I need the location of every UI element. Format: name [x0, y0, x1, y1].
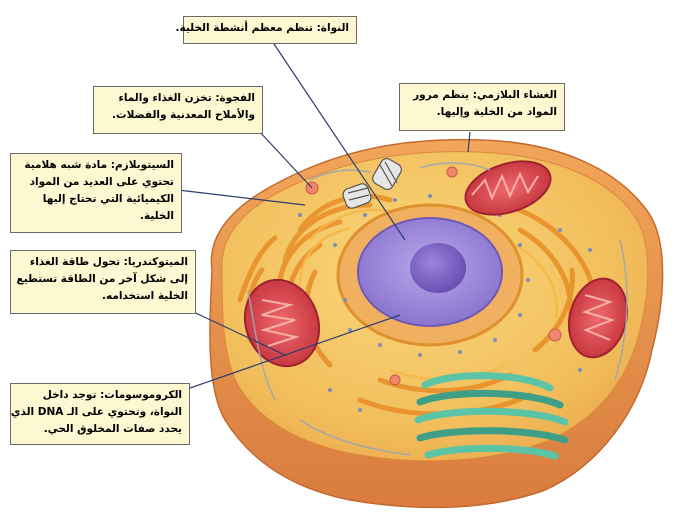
mitochondrion-top-right [464, 160, 552, 216]
vesicle [389, 374, 401, 386]
leader-line-chromosomes [169, 314, 401, 396]
vesicle [446, 166, 458, 178]
label-nucleus-line-1: النواة: تنظم معظم أنشطة الخلية. [175, 22, 349, 34]
label-membrane-line-1: الغشاء البلازمي: ينظم مرور [413, 89, 557, 101]
label-vacuole-line-1: الفجوة: تخزن الغذاء والماء [118, 92, 255, 104]
label-vacuole-line-2: والأملاح المعدنية والفضلات. [112, 109, 255, 121]
label-cytoplasm-line-3: الكيميائية التي تحتاج إليها [42, 193, 174, 205]
label-chromosomes-line-3: يحدد صفات المخلوق الحي. [43, 423, 182, 435]
label-vacuole: الفجوة: تخزن الغذاء والماء والأملاح المع… [93, 86, 263, 134]
label-cytoplasm-line-2: تحتوي على العديد من المواد [29, 176, 174, 188]
leader-line-nucleus [269, 37, 406, 241]
label-chromosomes-line-1: الكروموسومات: توجد داخل [42, 389, 182, 401]
label-membrane-line-2: المواد من الخلية وإليها. [436, 106, 557, 118]
vesicle [548, 328, 562, 342]
centrioles [342, 157, 402, 209]
label-mitochondria-line-3: الخلية استخدامه. [101, 290, 188, 302]
label-cytoplasm-line-1: السيتوبلازم: مادة شبه هلامية [24, 159, 174, 171]
golgi-apparatus [414, 372, 569, 460]
leader-line-membrane [467, 131, 471, 153]
label-mitochondria-line-1: الميتوكندريا: تحول طاقة الغذاء [29, 256, 188, 268]
cytoskeleton [247, 162, 628, 456]
label-cytoplasm: السيتوبلازم: مادة شبه هلامية تحتوي على ا… [10, 153, 182, 233]
leader-line-cytoplasm [177, 189, 306, 206]
leader-line-vacuole [257, 129, 313, 189]
label-plasma-membrane: الغشاء البلازمي: ينظم مرور المواد من الخ… [399, 83, 565, 131]
label-chromosomes: الكروموسومات: توجد داخل النواة، وتحتوي ع… [10, 383, 190, 445]
label-nucleus: النواة: تنظم معظم أنشطة الخلية. [175, 16, 357, 44]
label-mitochondria: الميتوكندريا: تحول طاقة الغذاء إلى شكل آ… [10, 250, 196, 314]
label-cytoplasm-line-4: الخلية. [139, 210, 174, 222]
label-mitochondria-line-2: إلى شكل آخر من الطاقة تستطيع [16, 273, 188, 285]
label-chromosomes-line-2: النواة، وتحتوي على الـ DNA الذي [10, 406, 182, 418]
nucleolus [410, 243, 466, 293]
